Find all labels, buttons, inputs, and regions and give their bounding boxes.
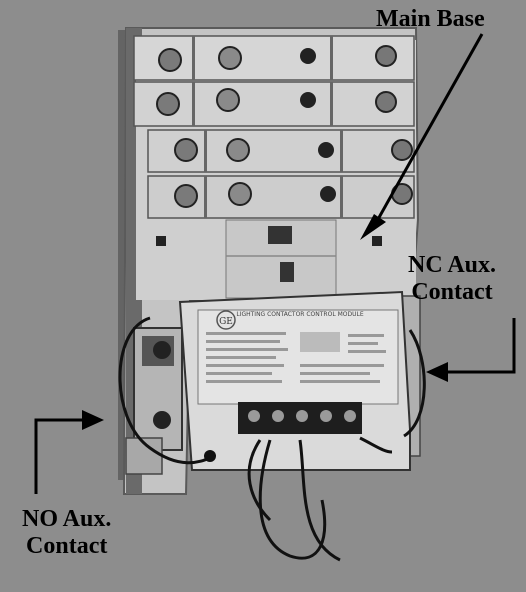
terminal-row-3 [147, 129, 415, 173]
main-base-label-text: Main Base [376, 6, 485, 32]
terminal-row-1 [133, 35, 415, 81]
main-base-label: Main Base [376, 6, 485, 33]
nc-label-line-2: Contact [411, 279, 493, 305]
no-aux-contact-label: NO Aux. Contact [22, 506, 111, 560]
base-slots [156, 219, 382, 299]
no-aux-contact [125, 327, 183, 475]
nc-contact-arrow [426, 318, 516, 382]
terminal-row-2 [133, 81, 415, 127]
terminal-row-4 [147, 175, 415, 219]
control-module: GE LIGHTING CONTACTOR CONTROL MODULE [178, 290, 411, 471]
no-label-line-2: Contact [26, 533, 108, 559]
main-base-arrow [360, 33, 484, 240]
nc-label-line-1: NC Aux. [408, 252, 497, 278]
module-header: LIGHTING CONTACTOR CONTROL MODULE [236, 311, 363, 318]
brand-mark: GE [219, 317, 233, 327]
no-label-line-1: NO Aux. [22, 506, 112, 532]
wires [118, 316, 426, 562]
nc-aux-contact-label: NC Aux. Contact [408, 252, 496, 306]
no-contact-arrow [34, 410, 104, 494]
